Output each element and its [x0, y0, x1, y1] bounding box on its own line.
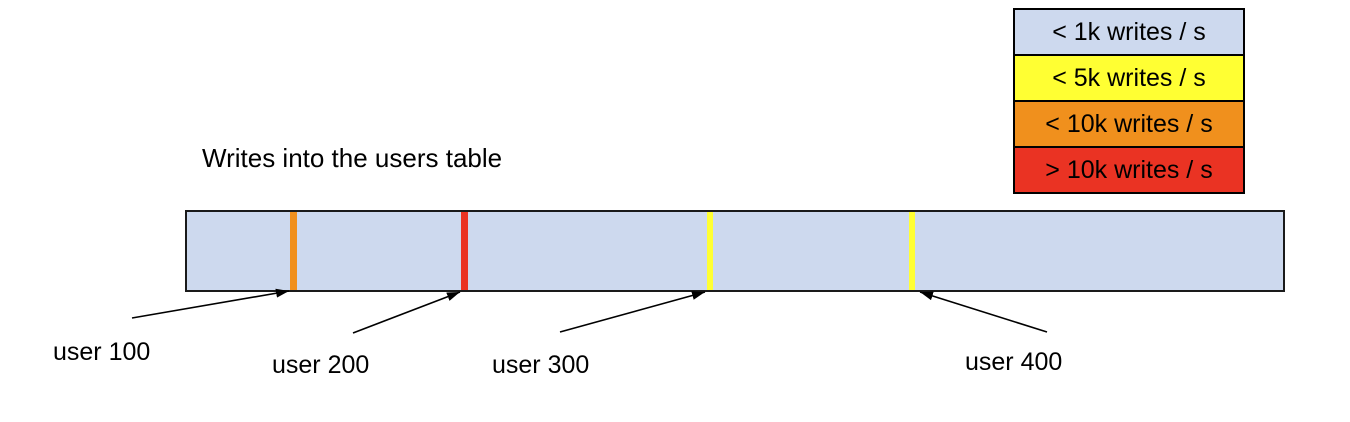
write-hotspot-marker-1 [289, 212, 297, 290]
legend-item-label: < 5k writes / s [1052, 63, 1206, 92]
legend-item-label: > 10k writes / s [1045, 155, 1213, 184]
arrow-user-300 [559, 291, 706, 333]
user-label-1: user 100 [53, 338, 151, 366]
arrow-user-200 [352, 291, 461, 334]
write-hotspot-marker-3 [707, 212, 713, 290]
arrow-user-100 [131, 288, 290, 319]
legend-item: < 10k writes / s [1015, 100, 1243, 146]
legend-item: < 1k writes / s [1015, 10, 1243, 54]
write-hotspot-marker-4 [909, 212, 915, 290]
users-table-bar [185, 210, 1285, 292]
user-label-4: user 400 [965, 348, 1063, 376]
legend-item-label: < 1k writes / s [1052, 17, 1206, 46]
write-hotspot-marker-2 [460, 212, 468, 290]
user-label-2: user 200 [272, 351, 370, 379]
user-label-3: user 300 [492, 351, 590, 379]
legend: < 1k writes / s < 5k writes / s < 10k writ… [1013, 8, 1245, 194]
diagram-title: Writes into the users table [202, 143, 503, 173]
arrow-user-400 [919, 291, 1048, 333]
legend-item: > 10k writes / s [1015, 146, 1243, 192]
legend-item-label: < 10k writes / s [1045, 109, 1213, 138]
legend-item: < 5k writes / s [1015, 54, 1243, 100]
